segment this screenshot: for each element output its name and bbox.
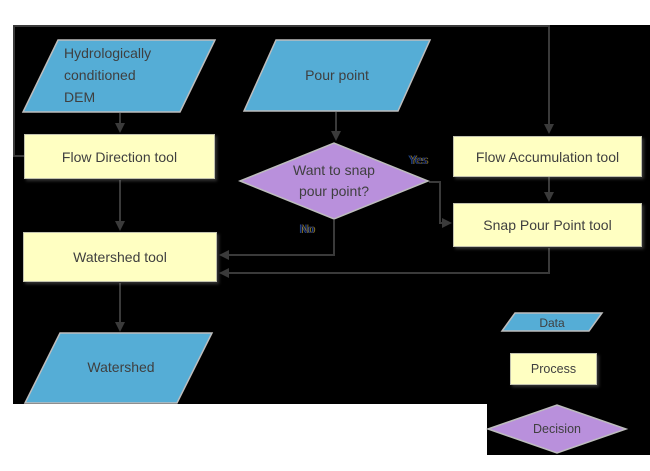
watershed-tool-label: Watershed tool	[73, 249, 167, 265]
edge-decision-no-to-watershed-tool	[219, 220, 335, 260]
legend-process-box: Process	[510, 353, 597, 385]
flow-accumulation-tool-box: Flow Accumulation tool	[453, 136, 642, 177]
watershed-tool-box: Watershed tool	[23, 232, 217, 282]
snap-pour-point-tool-box: Snap Pour Point tool	[453, 203, 642, 247]
legend-data-parallelogram	[500, 312, 604, 332]
flow-direction-tool-box: Flow Direction tool	[24, 134, 215, 179]
dem-parallelogram	[21, 39, 217, 113]
edge-decision-yes-to-snap-pour-point	[429, 181, 452, 228]
snap-pour-point-tool-label: Snap Pour Point tool	[483, 217, 612, 233]
pour-point-parallelogram	[242, 39, 432, 112]
edge-flow-direction-to-flow-accumulation	[13, 25, 554, 157]
flow-accumulation-tool-label: Flow Accumulation tool	[475, 148, 620, 165]
edge-snap-pour-point-to-watershed-tool	[219, 248, 550, 278]
watershed-parallelogram	[23, 332, 214, 404]
legend-decision-diamond	[485, 404, 629, 454]
legend-process-label: Process	[530, 362, 577, 376]
decision-diamond	[237, 142, 431, 220]
flow-direction-tool-label: Flow Direction tool	[61, 148, 178, 165]
